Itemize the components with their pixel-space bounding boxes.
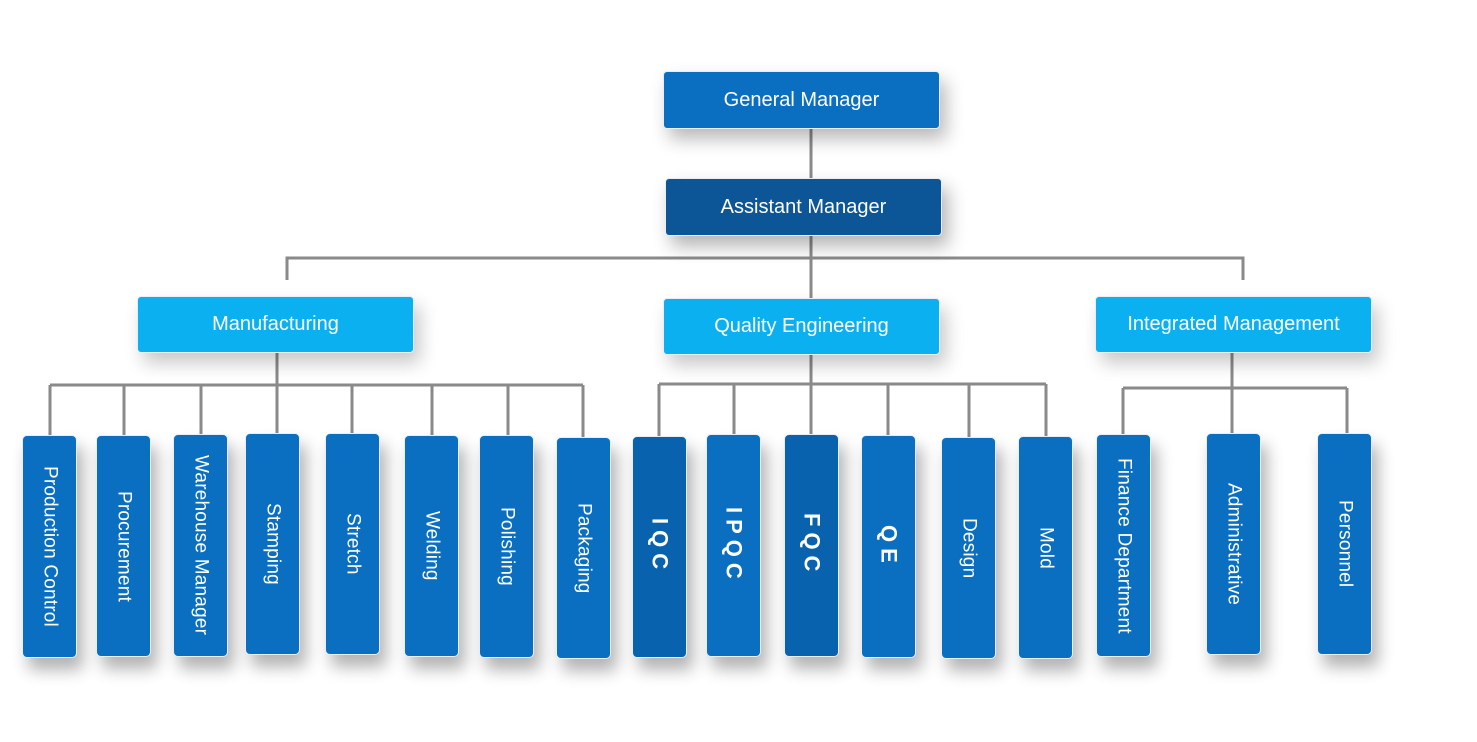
unit-polishing: Polishing (479, 435, 534, 658)
unit-design: Design (941, 437, 996, 659)
unit-procurement: Procurement (96, 435, 151, 657)
unit-production-control: Production Control (22, 435, 77, 658)
department-manufacturing: Manufacturing (137, 296, 414, 353)
general-manager-box: General Manager (663, 71, 940, 129)
assistant-manager-box: Assistant Manager (665, 178, 942, 236)
unit-qe: QE (861, 435, 916, 658)
general-manager-label: General Manager (723, 88, 880, 111)
unit-iqc: IQC (632, 436, 687, 658)
department-label: Quality Engineering (714, 315, 889, 337)
unit-label: Administrative (1223, 482, 1245, 606)
department-integrated-management: Integrated Management (1095, 296, 1372, 353)
unit-administrative: Administrative (1206, 433, 1261, 655)
department-quality-engineering: Quality Engineering (663, 298, 940, 355)
unit-label: FQC (799, 513, 825, 578)
unit-label: Mold (1035, 526, 1057, 569)
unit-fqc: FQC (784, 434, 839, 657)
unit-label: Design (958, 517, 980, 579)
unit-stretch: Stretch (325, 433, 380, 655)
department-label: Manufacturing (212, 313, 339, 335)
unit-label: IPQC (721, 506, 747, 585)
unit-label: Stretch (342, 513, 364, 575)
unit-label: Polishing (496, 507, 518, 586)
unit-ipqc: IPQC (706, 434, 761, 657)
unit-label: Production Control (39, 466, 61, 627)
department-label: Integrated Management (1127, 313, 1340, 335)
unit-mold: Mold (1018, 436, 1073, 659)
unit-label: Finance Department (1113, 457, 1135, 634)
unit-label: IQC (647, 518, 673, 576)
unit-label: Personnel (1334, 500, 1356, 588)
unit-label: QE (876, 524, 902, 569)
unit-stamping: Stamping (245, 433, 300, 655)
unit-warehouse-manager: Warehouse Manager (173, 434, 228, 657)
assistant-manager-label: Assistant Manager (720, 195, 887, 218)
unit-label: Procurement (113, 490, 135, 602)
unit-packaging: Packaging (556, 437, 611, 659)
unit-label: Warehouse Manager (190, 455, 212, 636)
unit-finance-department: Finance Department (1096, 434, 1151, 657)
unit-label: Stamping (262, 503, 284, 585)
unit-label: Packaging (573, 502, 595, 594)
unit-personnel: Personnel (1317, 433, 1372, 655)
unit-welding: Welding (404, 435, 459, 657)
unit-label: Welding (421, 511, 443, 581)
